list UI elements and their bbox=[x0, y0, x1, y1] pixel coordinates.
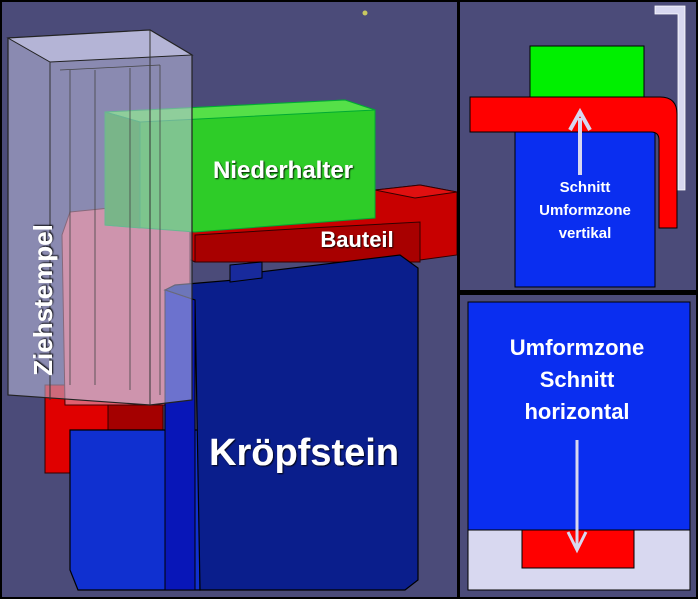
section-vertical-view: Schnitt Umformzone vertikal bbox=[460, 2, 696, 290]
kroepfstein-part bbox=[69, 254, 419, 591]
label-schnitt-h: Schnitt bbox=[540, 367, 615, 392]
label-ziehstempel: Ziehstempel bbox=[28, 224, 58, 376]
label-umformzone-h: Umformzone bbox=[510, 335, 644, 360]
label-schnitt-v: Schnitt bbox=[560, 179, 611, 196]
label-umformzone-v: Umformzone bbox=[539, 202, 631, 219]
label-kroepfstein: Kröpfstein bbox=[209, 432, 399, 474]
label-horizontal-h: horizontal bbox=[524, 399, 629, 424]
main-view: Ziehstempel Niederhalter Bauteil Kröpfst… bbox=[2, 2, 458, 597]
label-bauteil: Bauteil bbox=[320, 227, 393, 252]
label-niederhalter: Niederhalter bbox=[213, 157, 353, 184]
label-vertikal-v: vertikal bbox=[559, 225, 612, 242]
origin-point bbox=[362, 10, 368, 16]
ziehstempel-part bbox=[6, 29, 194, 406]
section-horizontal-view: Umformzone Schnitt horizontal bbox=[460, 295, 696, 597]
